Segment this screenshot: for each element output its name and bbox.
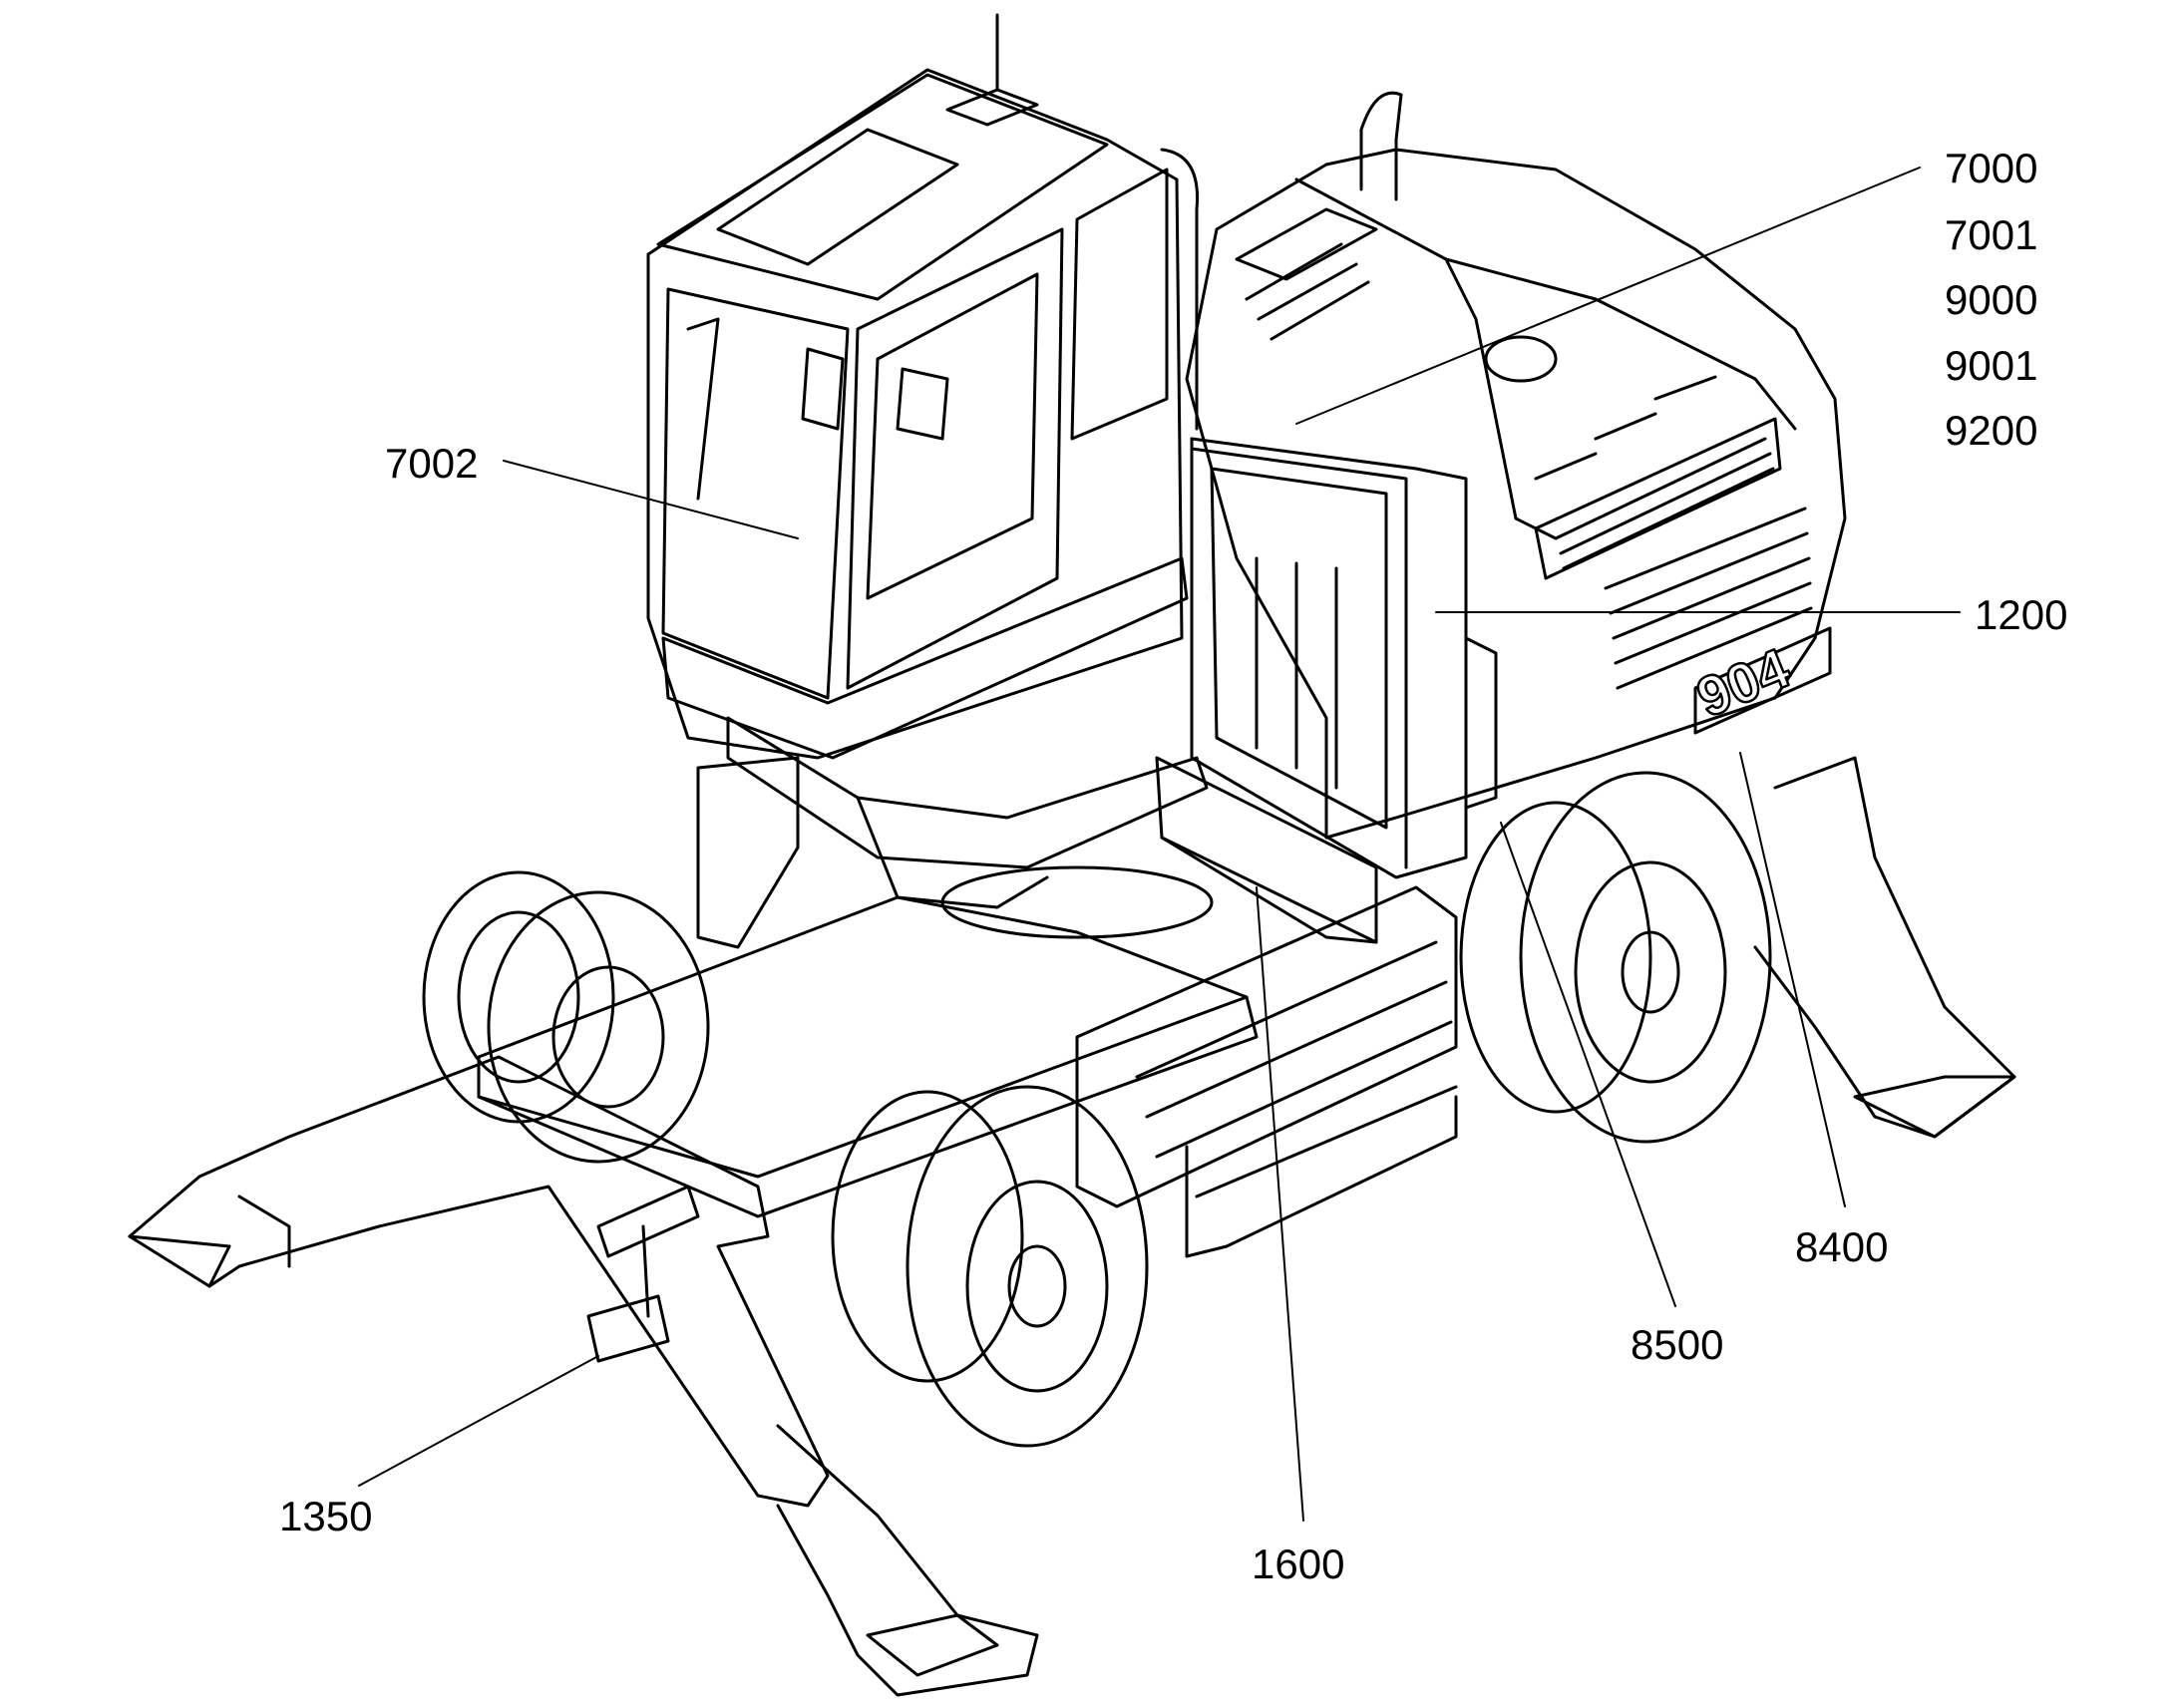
callout-9200: 9200: [1945, 407, 2038, 454]
callout-9000: 9000: [1945, 276, 2038, 323]
leader-7002: [503, 460, 799, 539]
operator-cab: [646, 13, 1200, 760]
callout-1350: 1350: [279, 1493, 373, 1539]
engine-housing: [1185, 91, 1847, 840]
undercarriage: [477, 716, 1458, 1258]
leader-1600: [1256, 886, 1304, 1522]
callout-7002: 7002: [385, 440, 479, 487]
wheels: [422, 771, 1772, 1448]
leader-8500: [1500, 822, 1676, 1307]
outriggers: [128, 756, 2016, 1697]
callout-9001: 9001: [1945, 342, 2038, 389]
leader-1350: [358, 1355, 599, 1487]
leader-8400: [1739, 752, 1846, 1207]
leader-7000: [1295, 167, 1921, 425]
leader-lines: [358, 167, 1961, 1522]
callout-8400: 8400: [1795, 1223, 1889, 1270]
callout-1600: 1600: [1252, 1540, 1345, 1587]
callout-7001: 7001: [1945, 211, 2038, 258]
side-toolbox: [1155, 437, 1498, 944]
callout-7000: 7000: [1945, 145, 2038, 191]
callout-8500: 8500: [1631, 1321, 1724, 1368]
callout-1200: 1200: [1975, 591, 2068, 638]
